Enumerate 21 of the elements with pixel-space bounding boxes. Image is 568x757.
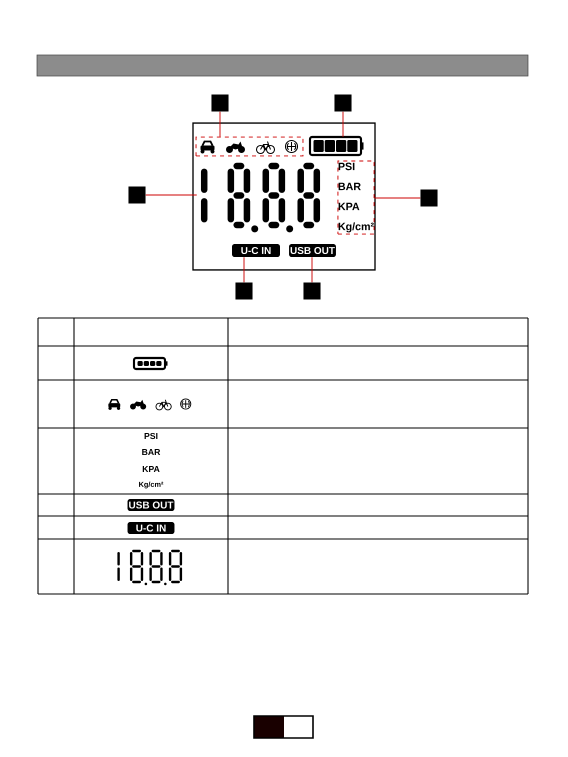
- status-badge: USB OUT: [289, 244, 336, 258]
- status-badge: U-C IN: [232, 244, 280, 258]
- leader-line: [145, 194, 198, 196]
- callout-square: [235, 282, 253, 300]
- callout-square: [334, 94, 352, 112]
- vehicle-icons-drawing: [196, 136, 304, 156]
- table-text: BAR: [142, 449, 160, 455]
- lcd-frame: [192, 122, 376, 271]
- table-text: PSI: [144, 432, 158, 440]
- title-bar: [36, 54, 528, 76]
- unit-labels-box: PSI BAR KPA Kg/cm²: [337, 160, 375, 234]
- callout-square: [211, 94, 229, 112]
- callout-square: [128, 186, 146, 204]
- battery-icon: [308, 136, 364, 156]
- table-text: KPA: [142, 466, 160, 472]
- callout-square: [420, 189, 438, 207]
- callout-square: [303, 282, 321, 300]
- status-badge: U-C IN: [128, 522, 174, 534]
- status-badge: USB OUT: [128, 499, 174, 511]
- leader-line: [342, 111, 344, 138]
- seven-segment-display: [200, 162, 320, 232]
